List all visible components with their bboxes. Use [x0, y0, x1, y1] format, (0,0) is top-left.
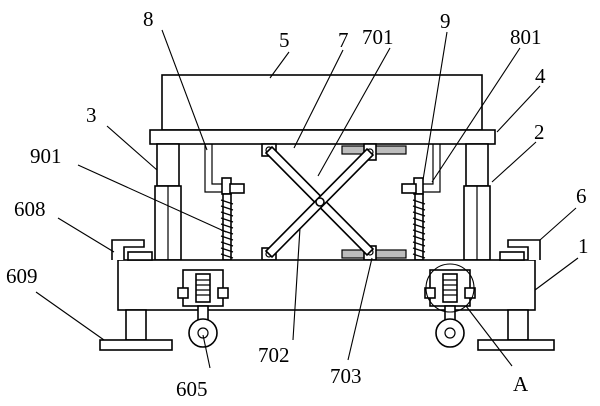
top-plate — [161, 74, 483, 131]
label-703: 703 — [330, 364, 362, 388]
label-5: 5 — [279, 28, 290, 52]
left-screw-spring — [220, 193, 234, 261]
label-608: 608 — [14, 197, 46, 221]
reference-labels: 8 5 7 701 9 801 4 2 3 901 608 6 1 609 70… — [6, 7, 589, 401]
label-701: 701 — [362, 25, 394, 49]
label-3: 3 — [86, 103, 97, 127]
label-A: A — [513, 372, 529, 396]
label-4: 4 — [535, 64, 546, 88]
label-9: 9 — [440, 9, 451, 33]
right-handle — [499, 239, 541, 261]
left-handle — [111, 239, 153, 261]
label-2: 2 — [534, 120, 545, 144]
scissor-mechanism — [261, 143, 407, 261]
right-bracket — [401, 144, 441, 195]
left-bracket — [204, 144, 245, 195]
label-1: 1 — [578, 234, 589, 258]
leader-lines — [35, 29, 579, 369]
label-605: 605 — [176, 377, 208, 401]
label-6: 6 — [576, 184, 587, 208]
base-frame — [117, 259, 536, 311]
right-screw-spring — [412, 193, 426, 261]
cross-beam — [149, 129, 496, 145]
left-foot — [99, 309, 173, 351]
right-foot — [477, 309, 555, 351]
label-8: 8 — [143, 7, 154, 31]
label-7: 7 — [338, 28, 349, 52]
right-column — [463, 143, 491, 261]
label-609: 609 — [6, 264, 38, 288]
label-901: 901 — [30, 144, 62, 168]
right-wheel-assembly — [424, 263, 476, 348]
left-wheel-assembly — [177, 269, 229, 348]
label-702: 702 — [258, 343, 290, 367]
label-801: 801 — [510, 25, 542, 49]
